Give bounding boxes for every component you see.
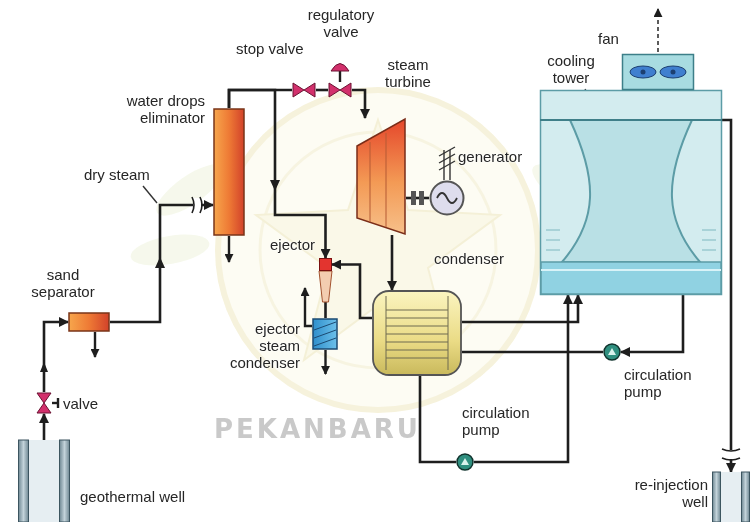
component-label: condenser	[434, 250, 504, 267]
steam-turbine: steam turbine	[356, 118, 406, 235]
steam-turbine-shape	[356, 118, 406, 235]
fan: fan	[622, 54, 694, 90]
stop-valve-shape	[292, 82, 316, 98]
component-label: ejector	[270, 236, 315, 253]
pipe-connector	[462, 351, 603, 354]
pipe-connector	[110, 205, 213, 322]
component-label: stop valve	[236, 40, 304, 57]
sand-separator-shape	[68, 312, 110, 332]
component-label: re-injection well	[618, 476, 708, 510]
pipe-connector	[406, 197, 429, 200]
geothermal-well: geothermal well	[18, 440, 70, 522]
pipe-connector	[621, 295, 683, 352]
component-label: regulatory valve	[296, 6, 386, 40]
cooling-tower-shape	[540, 90, 722, 295]
pipe-label: dry steam	[84, 166, 150, 183]
condenser: condenser	[372, 290, 462, 376]
ejector-shape	[319, 258, 332, 271]
generator: generator	[429, 180, 465, 216]
component-label: sand separator	[18, 266, 108, 300]
condenser-shape	[372, 290, 462, 376]
geothermal-well-shape	[18, 440, 70, 522]
component-label: cooling tower	[540, 52, 602, 86]
pipe-connector	[462, 295, 578, 322]
valve: valve	[36, 392, 52, 414]
re-injection-well-shape	[712, 472, 750, 522]
regulatory-valve-shape	[328, 82, 352, 98]
water-drops-eliminator-shape	[213, 108, 245, 236]
regulatory-valve: regulatory valve	[328, 82, 352, 98]
water-drops-eliminator: water drops eliminator	[213, 108, 245, 236]
cooling-tower: fancooling tower	[540, 90, 722, 295]
ejector-steam-condenser-shape	[312, 318, 338, 350]
ejector-steam-condenser: ejector steam condenser	[312, 318, 338, 350]
pipe-connector	[391, 235, 394, 290]
pipe-connector	[43, 414, 46, 440]
watermark-text: PEKANBARU	[214, 414, 421, 444]
pipe-connector	[332, 265, 372, 319]
ejector: ejector	[319, 258, 332, 271]
pipe-connector	[44, 322, 68, 392]
component-label: geothermal well	[80, 488, 185, 505]
re-injection-well: re-injection well	[712, 472, 750, 522]
pipe-connector	[316, 89, 328, 92]
component-label: water drops eliminator	[100, 92, 205, 126]
stop-valve: stop valve	[292, 82, 316, 98]
circulation-pump: circulation pump	[603, 343, 621, 361]
circulation-pump-shape	[603, 343, 621, 361]
fan-shape	[622, 54, 694, 90]
component-label: circulation pump	[462, 404, 562, 438]
circulation-pump-shape	[456, 453, 474, 471]
circulation-pump: circulation pump	[456, 453, 474, 471]
component-label: steam turbine	[368, 56, 448, 90]
sand-separator: sand separator	[68, 312, 110, 332]
pipe-connector	[229, 90, 292, 108]
pipe-connector	[352, 90, 365, 118]
valve-shape	[36, 392, 52, 414]
generator-shape	[429, 180, 465, 216]
component-label: generator	[458, 148, 522, 165]
component-label: valve	[63, 395, 98, 412]
component-label: fan	[598, 30, 619, 47]
pipe-connector	[420, 376, 456, 462]
pipe-connector	[722, 120, 731, 472]
component-label: circulation pump	[624, 366, 724, 400]
component-label: ejector steam condenser	[224, 320, 300, 371]
